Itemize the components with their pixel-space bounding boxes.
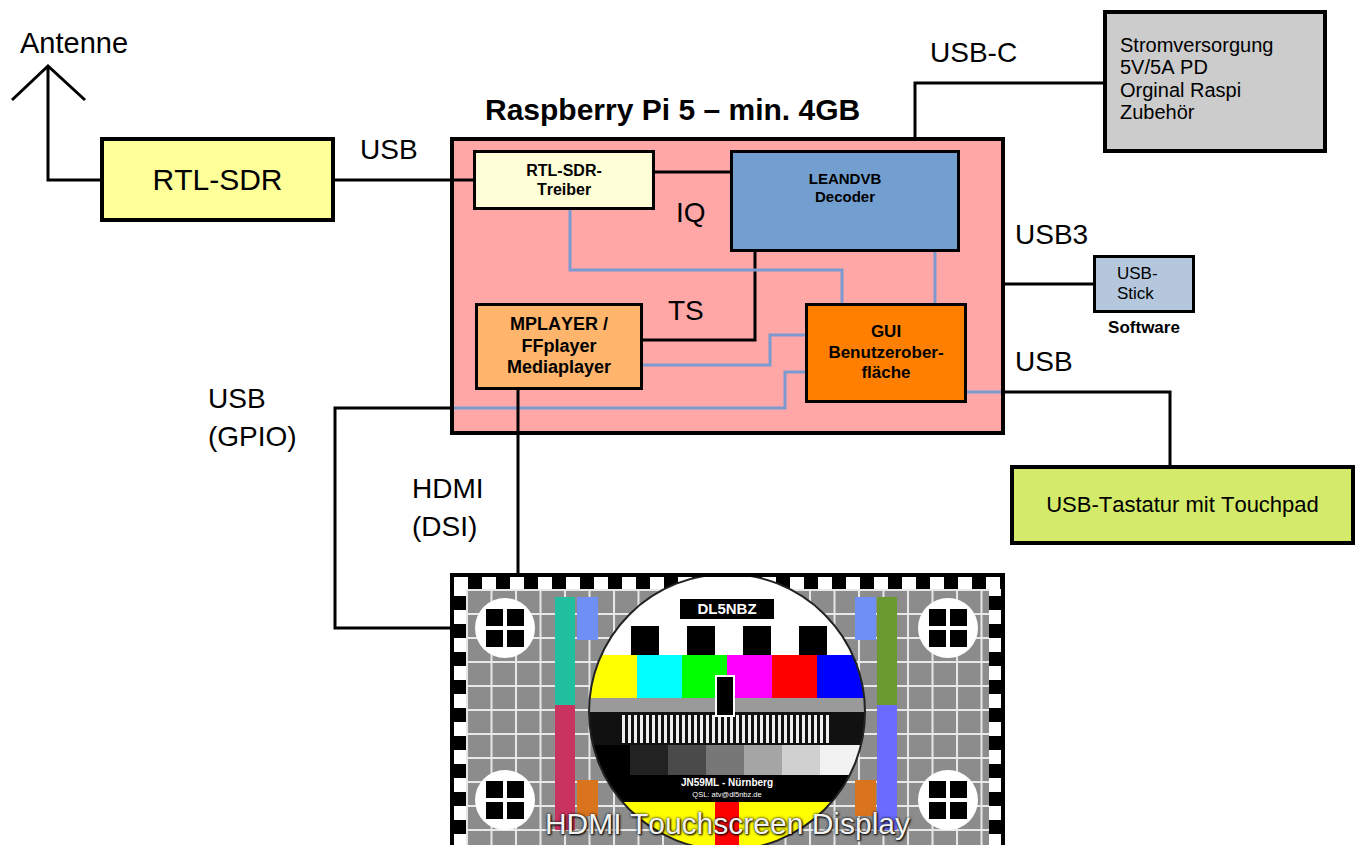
test-card-circle xyxy=(630,745,668,775)
connector-line xyxy=(655,171,730,174)
test-card-circle xyxy=(589,655,637,698)
box-caption: Software xyxy=(1108,318,1180,338)
test-card-corner-circles xyxy=(918,598,978,658)
box-label: USB-Stick xyxy=(1117,264,1172,303)
test-card-side-bars xyxy=(555,597,575,705)
test-card-circle xyxy=(668,745,706,775)
test-card-circle xyxy=(589,574,865,845)
box-label: MPLAYER / FFplayer Mediaplayer xyxy=(499,314,619,379)
test-card-text: JN59ML - Nürnberg xyxy=(681,777,773,789)
connector-line xyxy=(915,83,1103,137)
test-card-circle xyxy=(589,574,865,626)
test-card-circle xyxy=(622,715,832,743)
test-card-circle xyxy=(589,626,865,655)
test-card-corner-circles xyxy=(918,770,978,830)
test-card-circle xyxy=(820,745,865,775)
connector xyxy=(1005,284,1093,285)
test-card-circle xyxy=(706,745,744,775)
test-card-side-bars xyxy=(855,597,876,640)
test-card-circle xyxy=(680,599,774,619)
test-card-side-bars xyxy=(577,597,598,640)
connector xyxy=(518,390,519,573)
connector-line xyxy=(335,372,805,628)
box-label: Stromversorgung 5V/5A PD Orginal Raspi Z… xyxy=(1120,34,1276,124)
test-card-frame xyxy=(454,589,466,845)
connector-line xyxy=(517,390,520,573)
test-card-side-bars xyxy=(877,597,897,705)
software-module: RTL-SDR-Treiber xyxy=(473,150,655,210)
usb-stick-box: USB-StickSoftware xyxy=(1093,255,1195,313)
test-card-circle xyxy=(782,745,820,775)
test-card-circle xyxy=(772,655,817,698)
test-card-circle xyxy=(817,655,865,698)
box-label: Raspberry Pi 5 – min. 4GB xyxy=(485,92,860,128)
test-card-text: DL5NBZ xyxy=(697,600,756,618)
test-card-text: QSL: atv@dl5nbz.de xyxy=(692,790,761,799)
test-card-circle-outline xyxy=(589,574,865,845)
connector xyxy=(643,335,805,365)
test-card-circle xyxy=(637,655,682,698)
connector-line xyxy=(643,252,755,340)
software-module: LEANDVB Decoder xyxy=(730,150,960,252)
connector xyxy=(643,252,755,340)
connector xyxy=(335,372,805,628)
box-label: RTL-SDR-Treiber xyxy=(517,161,612,199)
hardware-box: RTL-SDR xyxy=(100,137,335,222)
test-card-side-bars xyxy=(555,597,897,830)
signal-label: USB xyxy=(360,133,418,167)
antenna-symbol xyxy=(12,66,100,180)
signal-label: TS xyxy=(668,294,704,328)
keyboard-box: USB-Tastatur mit Touchpad xyxy=(1010,465,1355,545)
test-card-circle xyxy=(716,676,734,716)
connector-line xyxy=(967,392,1005,435)
test-card-corner-circles xyxy=(475,598,978,830)
signal-label: IQ xyxy=(676,196,706,230)
box-label: USB-Tastatur mit Touchpad xyxy=(1046,492,1319,518)
connector-line xyxy=(967,392,1170,465)
box-label: GUI Benutzerober-fläche xyxy=(824,322,949,383)
connector xyxy=(935,252,936,303)
signal-label: HDMI (DSI) xyxy=(412,470,502,546)
box-label: LEANDVB Decoder xyxy=(795,170,895,206)
test-card-corner-circles xyxy=(475,598,535,658)
software-module: GUI Benutzerober-fläche xyxy=(805,303,967,403)
box-label: RTL-SDR xyxy=(152,162,282,198)
signal-label: USB (GPIO) xyxy=(208,380,308,456)
connector xyxy=(915,83,1103,137)
test-card-circle xyxy=(744,745,782,775)
test-card-circle xyxy=(603,626,865,655)
connector-line xyxy=(934,252,937,303)
box-label: HDMI Touchscreen Display xyxy=(454,806,1001,842)
test-card-corner-circles xyxy=(475,770,535,830)
computer-board: Raspberry Pi 5 – min. 4GBRTL-SDR-Treiber… xyxy=(450,137,1005,435)
connector-layer xyxy=(335,83,1170,628)
signal-label: USB xyxy=(1015,345,1073,379)
antenna-label: Antenne xyxy=(20,26,128,61)
power-supply-box: Stromversorgung 5V/5A PD Orginal Raspi Z… xyxy=(1103,10,1327,153)
software-module: MPLAYER / FFplayer Mediaplayer xyxy=(475,303,643,390)
connector-line xyxy=(1005,283,1093,286)
connector xyxy=(655,172,730,173)
connector xyxy=(967,392,1170,465)
test-card-circle xyxy=(589,775,865,802)
test-card-frame xyxy=(989,589,1001,845)
board-fill xyxy=(450,137,1005,435)
signal-label: USB3 xyxy=(1015,218,1088,252)
signal-label: USB-C xyxy=(930,36,1017,70)
connector-line xyxy=(643,335,805,365)
